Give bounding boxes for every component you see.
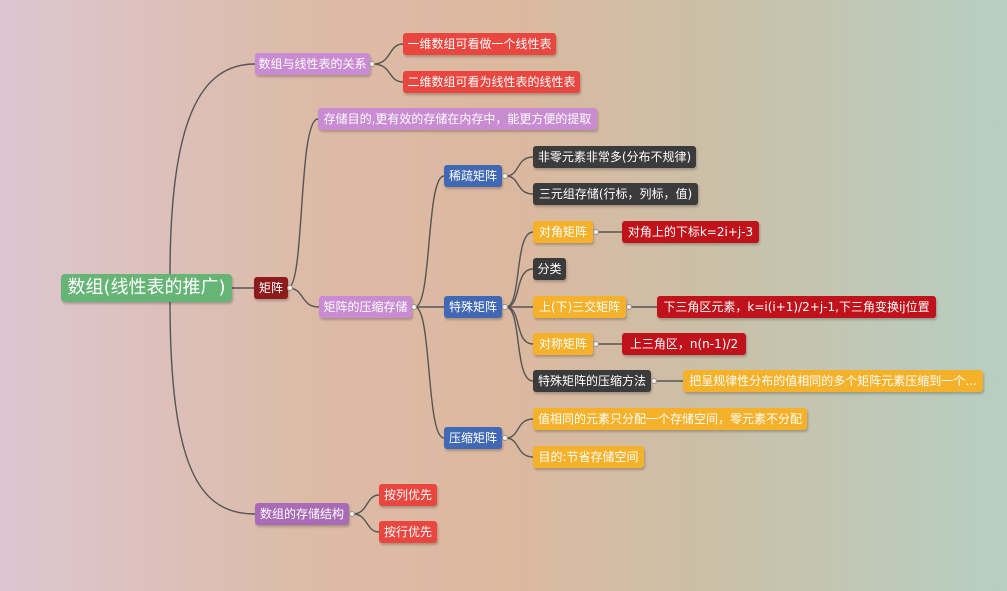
compression-collapse-toggle[interactable] — [411, 304, 417, 310]
link-root-relation — [169, 63, 256, 277]
sparse-child-nonzero[interactable]: 非零元素非常多(分布不规律) — [533, 146, 696, 168]
link-matrix-compression — [287, 287, 320, 308]
matrix-collapse-toggle[interactable] — [287, 285, 293, 291]
sparse-collapse-toggle[interactable] — [502, 173, 508, 179]
link-relation-1d — [372, 43, 404, 65]
link-special-method — [505, 306, 534, 382]
array-storage-collapse-toggle[interactable] — [349, 511, 355, 517]
link-compressed-same — [505, 418, 534, 439]
sparse-matrix-node[interactable]: 稀疏矩阵 — [444, 165, 502, 187]
link-sparse-nonzero — [505, 156, 534, 177]
root-node[interactable]: 数组(线性表的推广) — [61, 274, 232, 302]
compressed-collapse-toggle[interactable] — [502, 435, 508, 441]
matrix-node[interactable]: 矩阵 — [254, 277, 288, 299]
symmetric-collapse-toggle[interactable] — [593, 341, 599, 347]
category-node[interactable]: 分类 — [533, 258, 566, 280]
diagonal-detail-node[interactable]: 对角上的下标k=2i+j-3 — [622, 221, 759, 243]
link-sparse-triple — [505, 175, 534, 195]
relation-child-2d[interactable]: 二维数组可看为线性表的线性表 — [403, 71, 580, 93]
sparse-child-triple[interactable]: 三元组存储(行标，列标，值) — [533, 183, 698, 205]
link-matrix-goal — [287, 118, 319, 289]
link-special-category — [505, 268, 534, 308]
triangular-matrix-node[interactable]: 上(下)三交矩阵 — [533, 296, 626, 318]
link-storage-col — [352, 494, 380, 515]
triangular-collapse-toggle[interactable] — [626, 304, 632, 310]
compression-method-node[interactable]: 特殊矩阵的压缩方法 — [533, 370, 651, 392]
link-storage-row — [352, 513, 380, 533]
diagonal-matrix-node[interactable]: 对角矩阵 — [533, 221, 593, 243]
symmetric-matrix-node[interactable]: 对称矩阵 — [533, 333, 593, 355]
storage-goal-node[interactable]: 存储目的,更有效的存储在内存中，能更方便的提取 — [318, 108, 597, 130]
special-matrix-node[interactable]: 特殊矩阵 — [444, 296, 502, 318]
compression-method-detail-node[interactable]: 把呈规律性分布的值相同的多个矩阵元素压缩到一个... — [683, 370, 983, 392]
link-compression-sparse — [414, 175, 445, 308]
special-collapse-toggle[interactable] — [502, 304, 508, 310]
link-compression-compressed — [414, 306, 445, 439]
relation-collapse-toggle[interactable] — [369, 61, 375, 67]
compressed-child-same-value[interactable]: 值相同的元素只分配一个存储空间，零元素不分配 — [533, 408, 807, 430]
link-special-symmetric — [505, 306, 534, 345]
link-relation-2d — [372, 63, 404, 83]
link-root-array-storage — [169, 299, 256, 515]
triangular-detail-node[interactable]: 下三角区元素，k=i(i+1)/2+j-1,下三角变换ij位置 — [657, 296, 936, 318]
diagonal-collapse-toggle[interactable] — [593, 229, 599, 235]
relation-node[interactable]: 数组与线性表的关系 — [255, 53, 370, 75]
storage-child-column-major[interactable]: 按列优先 — [379, 484, 437, 506]
compressed-matrix-node[interactable]: 压缩矩阵 — [444, 427, 502, 449]
relation-child-1d[interactable]: 一维数组可看做一个线性表 — [403, 33, 556, 55]
link-compressed-goal — [505, 437, 534, 458]
compression-node[interactable]: 矩阵的压缩存储 — [319, 296, 412, 318]
link-special-diagonal — [505, 231, 534, 308]
method-collapse-toggle[interactable] — [651, 378, 657, 384]
symmetric-detail-node[interactable]: 上三角区，n(n-1)/2 — [622, 333, 746, 355]
storage-child-row-major[interactable]: 按行优先 — [379, 521, 437, 543]
array-storage-node[interactable]: 数组的存储结构 — [255, 503, 349, 525]
compressed-child-goal[interactable]: 目的:节省存储空间 — [533, 446, 644, 468]
